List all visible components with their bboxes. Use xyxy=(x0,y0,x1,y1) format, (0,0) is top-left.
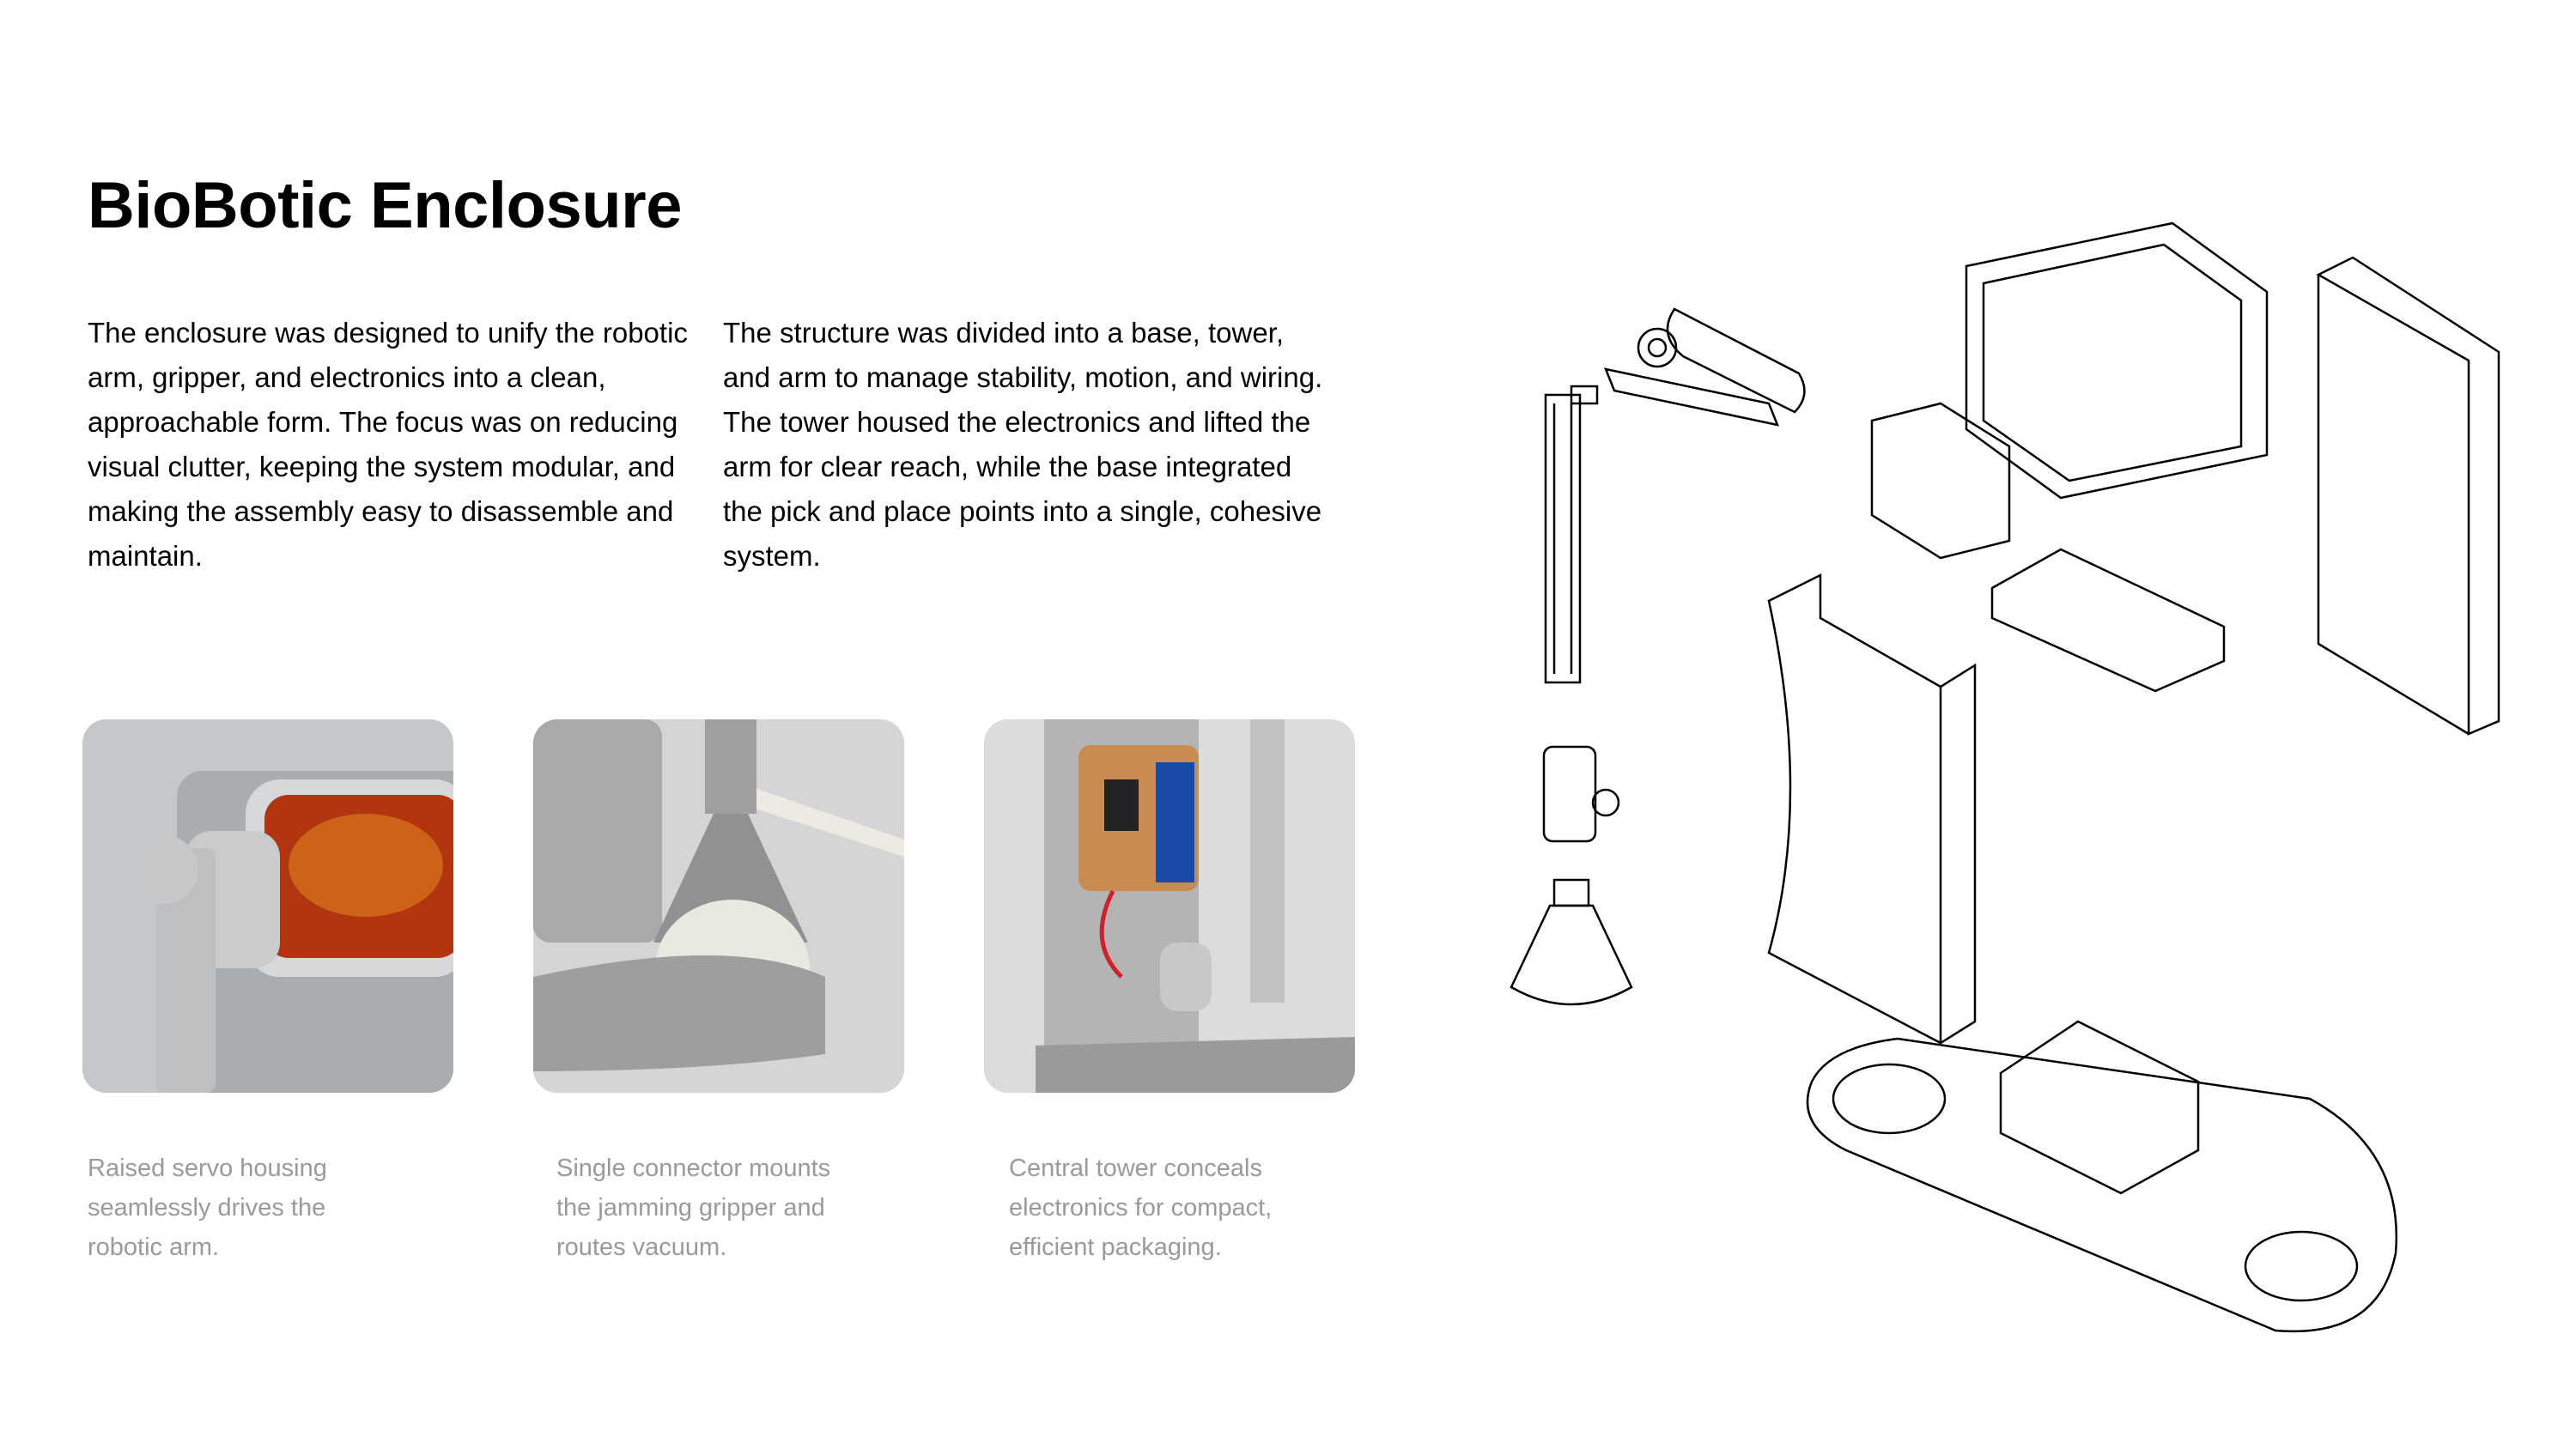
photo-central-tower xyxy=(984,719,1355,1093)
intro-paragraph: The enclosure was designed to unify the … xyxy=(88,317,688,572)
electronics-plate xyxy=(1990,548,2226,693)
base-plate xyxy=(1806,1020,2398,1333)
exploded-assembly-diagram xyxy=(1510,221,2500,1333)
structure-paragraph: The structure was divided into a base, t… xyxy=(723,317,1323,572)
caption-central-tower: Central tower conceals electronics for c… xyxy=(1009,1155,1273,1261)
page-title: BioBotic Enclosure xyxy=(88,169,683,242)
tower-shell xyxy=(1767,573,1977,1045)
side-panel xyxy=(2316,256,2500,736)
caption-gripper-connector: Single connector mounts the jamming grip… xyxy=(556,1155,831,1261)
gripper-connector xyxy=(1542,745,1620,843)
photo-servo-housing xyxy=(82,719,453,1093)
photo-gripper-connector xyxy=(533,719,904,1093)
gripper-cone xyxy=(1510,878,1633,1006)
servo-bracket xyxy=(1870,402,2011,560)
servo-housing xyxy=(1965,221,2269,500)
arm-link xyxy=(1570,307,1806,427)
caption-servo-housing: Raised servo housing seamlessly drives t… xyxy=(88,1155,327,1261)
tower-rail xyxy=(1544,393,1582,684)
